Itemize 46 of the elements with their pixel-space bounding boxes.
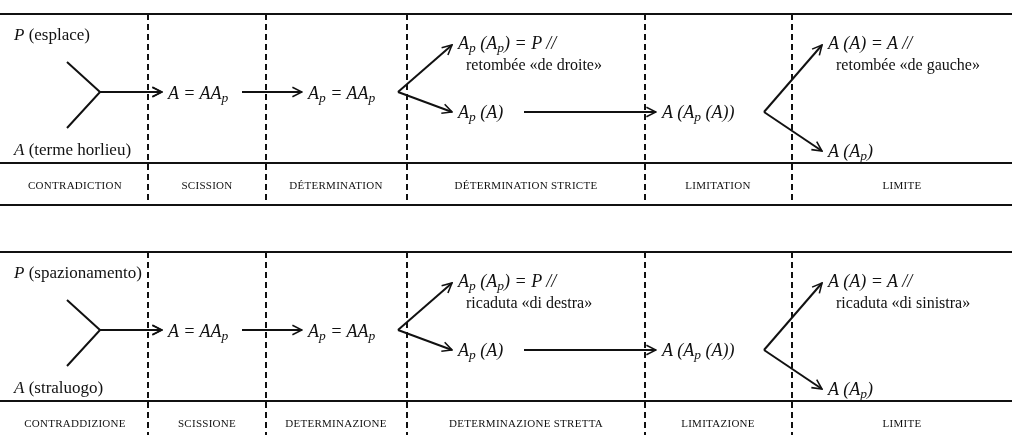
- stage-label: DÉTERMINATION STRICTE: [454, 178, 598, 193]
- formula-text: A (A$_{p}$ (A)): [662, 100, 735, 124]
- formula-text: A = AA$_{p}$: [168, 81, 229, 105]
- arrow: [397, 282, 453, 331]
- formula-text: A (A$_{p}$ (A)): [662, 338, 735, 362]
- term-label: P (spazionamento): [14, 262, 142, 284]
- stage-label: LIMITATION: [685, 178, 751, 193]
- formula-text: A (A) = A //: [828, 270, 913, 293]
- arrow: [523, 344, 657, 356]
- arrow: [241, 324, 303, 336]
- arrow: [66, 86, 163, 129]
- formula-text: A (A) = A //: [828, 32, 913, 55]
- formula-text: A$_{p}$ (A$_{p}$) = P //: [458, 270, 557, 293]
- arrow: [241, 86, 303, 98]
- note-text: ricaduta «di destra»: [465, 293, 593, 313]
- note-text: retombée «de droite»: [465, 55, 602, 75]
- arrow: [523, 106, 657, 118]
- formula-text: A$_{p}$ (A): [458, 100, 504, 124]
- stage-label: DÉTERMINATION: [289, 178, 383, 193]
- formula-text: A$_{p}$ = AA$_{p}$: [308, 319, 376, 343]
- stage-label: LIMITE: [882, 178, 922, 193]
- arrow: [763, 44, 823, 113]
- stage-label: CONTRADDIZIONE: [24, 416, 126, 431]
- formula-text: A$_{p}$ (A$_{p}$) = P //: [458, 32, 557, 55]
- stage-label: DETERMINAZIONE STRETTA: [449, 416, 603, 431]
- arrow: [66, 324, 163, 367]
- stage-label: CONTRADICTION: [28, 178, 122, 193]
- stage-label: SCISSION: [181, 178, 233, 193]
- stage-label: LIMITAZIONE: [681, 416, 755, 431]
- formula-text: A$_{p}$ (A): [458, 338, 504, 362]
- stage-label: LIMITE: [882, 416, 922, 431]
- arrow: [397, 91, 453, 114]
- arrow: [397, 329, 453, 352]
- formula-text: A = AA$_{p}$: [168, 319, 229, 343]
- arrow: [763, 349, 823, 390]
- formula-text: A$_{p}$ = AA$_{p}$: [308, 81, 376, 105]
- arrow: [397, 44, 453, 93]
- arrow: [763, 111, 823, 152]
- arrow: [763, 282, 823, 351]
- stage-label: DETERMINAZIONE: [285, 416, 387, 431]
- term-label: A (terme horlieu): [14, 138, 132, 160]
- note-text: retombée «de gauche»: [835, 54, 980, 75]
- note-text: ricaduta «di sinistra»: [835, 292, 971, 313]
- term-label: P (esplace): [14, 24, 90, 46]
- term-label: A (straluogo): [14, 376, 104, 398]
- stage-label: SCISSIONE: [177, 416, 237, 431]
